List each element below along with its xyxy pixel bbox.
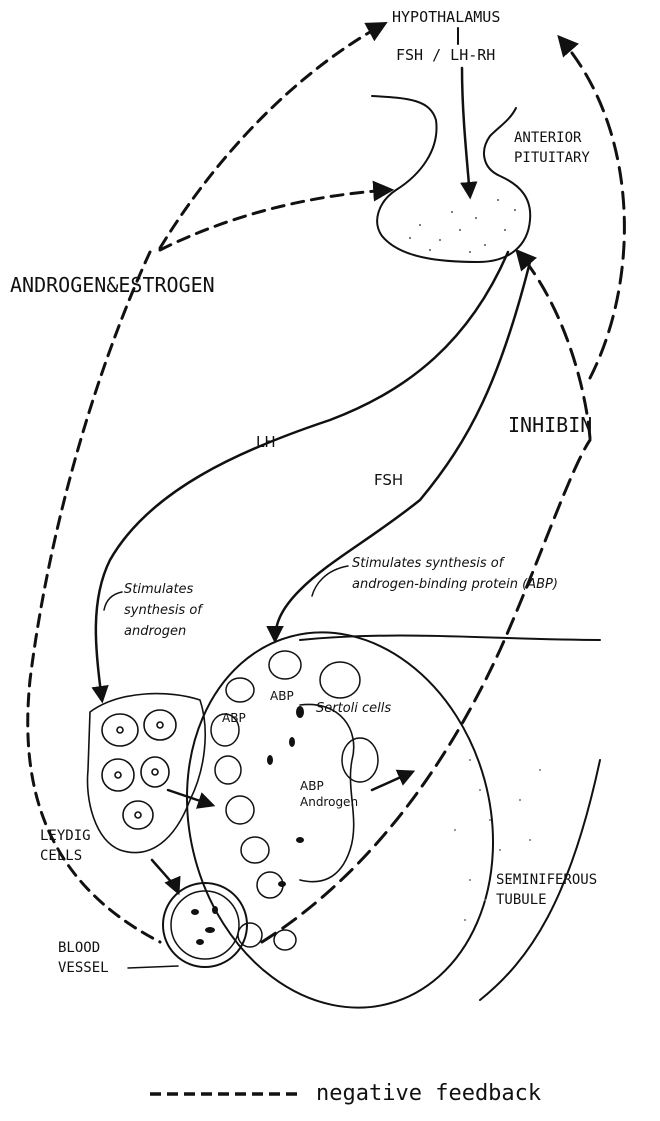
- legend: negative feedback: [150, 1081, 541, 1106]
- anterior-pituitary-label-line1: ANTERIOR: [514, 130, 582, 146]
- hypothalamus-label: HYPOTHALAMUS: [392, 8, 500, 26]
- abp-label-1: ABP: [270, 689, 294, 703]
- leydig-label-line1: LEYDIG: [40, 828, 91, 844]
- stimulates-abp-line1: Stimulates synthesis of: [352, 556, 506, 571]
- legend-label: negative feedback: [316, 1081, 541, 1106]
- sertoli-cells-label: Sertoli cells: [316, 701, 391, 716]
- abp-label-3: ABP: [300, 779, 324, 793]
- seminiferous-label-line2: TUBULE: [496, 892, 547, 908]
- androgen-estrogen-label: ANDROGEN&ESTROGEN: [10, 273, 215, 297]
- releasing-hormone-arrow: [462, 68, 470, 196]
- fsh-label: FSH: [374, 471, 403, 489]
- anterior-pituitary-outline: [372, 96, 530, 262]
- lh-label: LH: [256, 433, 276, 451]
- inhibin-feedback-line: [262, 440, 590, 942]
- seminiferous-tubule: [146, 598, 600, 1043]
- stimulates-androgen-line1: Stimulates: [124, 582, 194, 597]
- inhibin-to-pituitary-arrow: [518, 252, 590, 438]
- stimulates-abp-leader: [312, 566, 348, 596]
- stimulates-abp-line2: androgen-binding protein (ABP): [352, 577, 558, 592]
- seminiferous-label-line1: SEMINIFEROUS: [496, 872, 597, 888]
- blood-vessel: [163, 883, 247, 967]
- releasing-hormone-label: FSH / LH-RH: [396, 46, 495, 64]
- stimulates-androgen-line2: synthesis of: [124, 603, 204, 618]
- abp-label-2: ABP: [222, 711, 246, 725]
- stimulates-androgen-leader: [104, 592, 122, 610]
- blood-vessel-label-line1: BLOOD: [58, 940, 100, 956]
- inhibin-to-hypothalamus-arrow: [560, 38, 624, 378]
- stimulates-androgen-line3: androgen: [124, 624, 186, 639]
- leydig-label-line2: CELLS: [40, 848, 82, 864]
- anterior-pituitary-label-line2: PITUITARY: [514, 150, 590, 166]
- androgen-label: Androgen: [300, 795, 358, 809]
- inhibin-label: INHIBIN: [508, 413, 592, 437]
- blood-vessel-leader: [128, 966, 178, 968]
- leydig-cells: [87, 694, 212, 892]
- androgen-to-hypothalamus-arrow: [160, 24, 384, 248]
- blood-vessel-label-line2: VESSEL: [58, 960, 109, 976]
- pituitary-shading: [409, 199, 516, 253]
